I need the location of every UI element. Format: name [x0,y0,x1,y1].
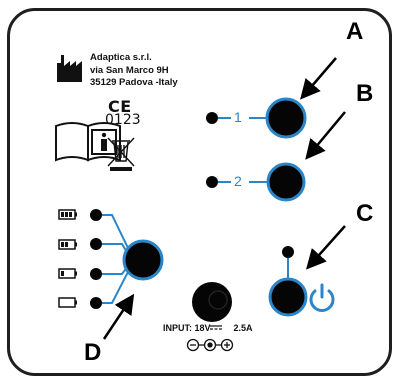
manufacturer-icon [57,55,82,82]
callout-a-arrow [300,57,337,100]
callout-d: D [84,339,102,366]
ce-mark: CE [108,97,132,116]
port-1-button[interactable] [265,97,307,139]
port-1 [206,97,307,139]
weee-bin-icon [107,137,135,171]
callout-b: B [356,80,374,107]
info-icon [91,129,117,155]
callout-c-arrow [305,225,346,270]
battery-two-thirds-icon [58,239,77,250]
manufacturer-street: via San Marco 9H [90,64,169,76]
battery-icons [58,209,77,308]
callout-d-arrow [102,293,135,340]
battery-full-icon [58,209,77,220]
power-input-label: INPUT: 18V 2.5A [163,323,253,333]
port-1-label: 1 [234,109,242,125]
polarity-icon [186,338,234,352]
manufacturer-address: Adaptica s.r.l. via San Marco 9H 35129 P… [90,52,178,90]
callout-a: A [346,18,364,45]
battery-one-third-icon [58,268,77,279]
callout-c: C [356,200,374,227]
callout-b-arrow [305,111,346,160]
port-2-button[interactable] [266,162,306,202]
battery-led-4 [90,297,102,309]
dc-symbol-icon [210,325,222,330]
manufacturer-name: Adaptica s.r.l. [90,52,152,63]
dc-input-jack[interactable] [192,282,232,322]
power-icon [309,283,335,312]
port-1-led [206,112,218,124]
power-section [268,246,335,317]
battery-led-1 [90,209,102,221]
input-voltage: INPUT: 18V [163,323,211,333]
battery-led-2 [90,238,102,250]
power-button[interactable] [268,277,308,317]
battery-leds [90,209,129,309]
manual-book-icon [55,122,121,162]
manufacturer-city: 35129 Padova -Italy [90,77,178,88]
battery-empty-icon [58,297,77,308]
port-2 [206,162,306,202]
battery-check-button[interactable] [122,239,164,281]
battery-led-3 [90,268,102,280]
input-current: 2.5A [233,323,253,333]
port-2-led [206,176,218,188]
power-led [282,246,294,258]
port-2-label: 2 [234,173,242,189]
notified-body-number: 0123 [105,112,141,128]
